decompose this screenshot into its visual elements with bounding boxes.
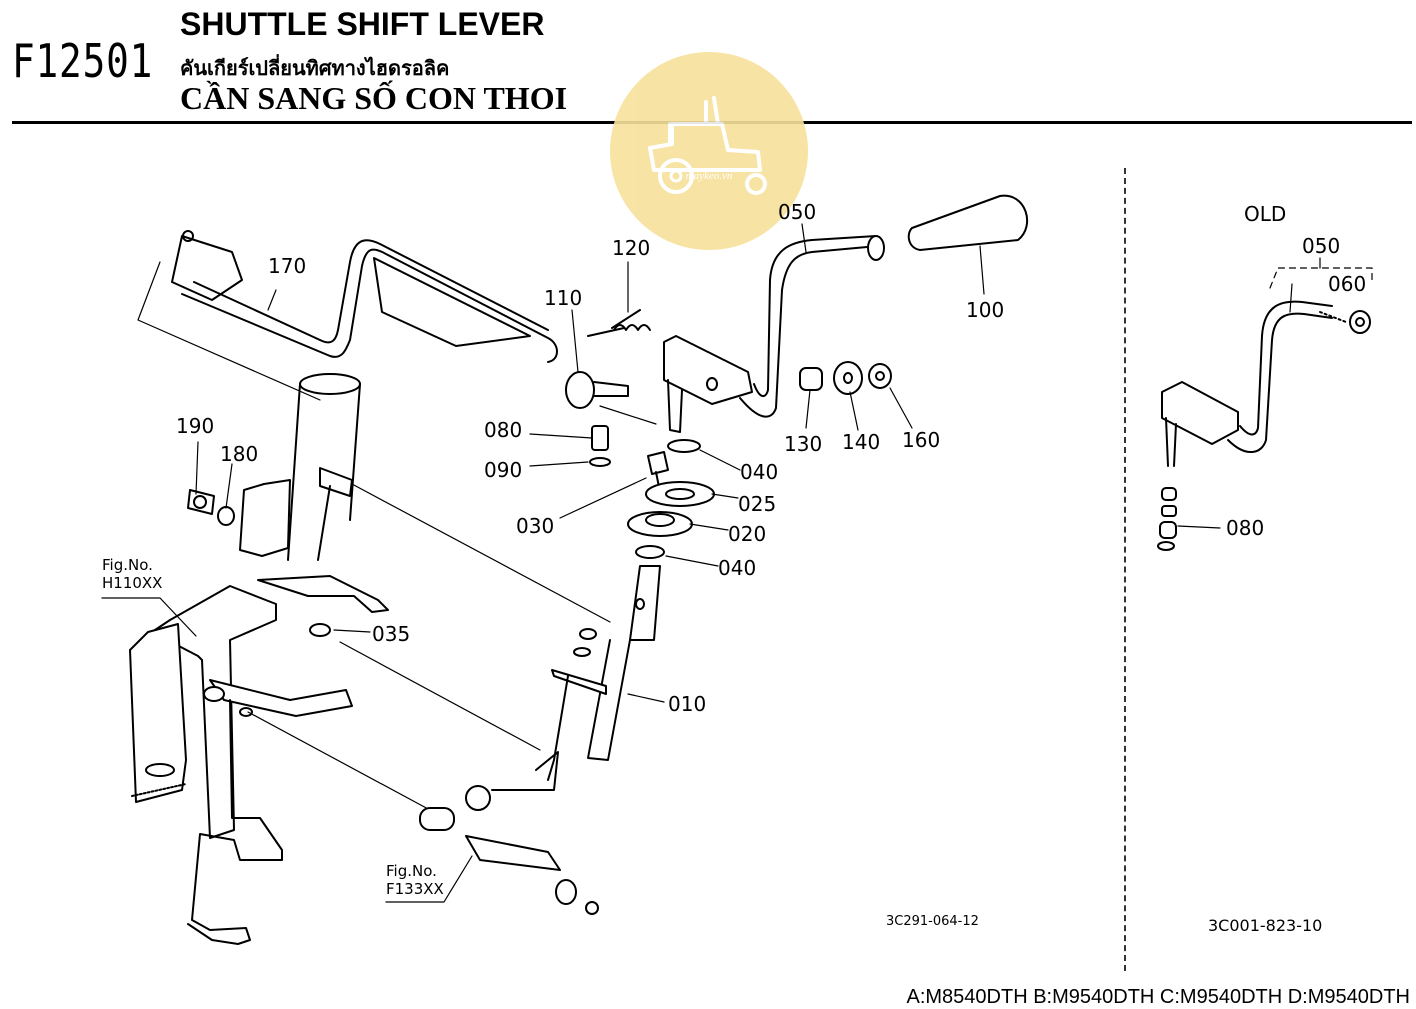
label-180: 180 [220,442,259,466]
watermark-logo: maykeo.vn [610,52,808,250]
part-120-spring [587,309,651,337]
leader-lines [137,261,657,811]
part-170-rod [171,230,558,363]
label-040-upper: 040 [740,460,779,484]
part-washers [799,361,892,395]
fig-ref-h110: Fig.No. H110XX [102,556,162,592]
fig-ref-label: Fig.No. [386,862,437,880]
old-lever-assembly [1157,257,1373,551]
label-035: 035 [372,622,411,646]
part-050-lever [663,235,885,433]
drawing-number-main: 3C291-064-12 [886,914,979,929]
old-label-050: 050 [1302,234,1341,258]
old-label-080: 080 [1226,516,1265,540]
drawing-number-old: 3C001-823-10 [1208,916,1323,935]
label-030: 030 [516,514,555,538]
part-lower-linkage [419,785,599,915]
leader-h110 [101,597,197,637]
fig-ref-label: Fig.No. [102,556,153,574]
part-bracket-assembly [129,373,389,945]
leader-f133 [385,855,473,903]
fig-ref-number: F133XX [386,880,444,898]
title-thai: คันเกียร์เปลี่ยนทิศทางไฮดรอลิค [180,56,450,80]
label-040-lower: 040 [718,556,757,580]
label-080: 080 [484,418,523,442]
title-english: SHUTTLE SHIFT LEVER [180,6,545,42]
label-140: 140 [842,430,881,454]
label-090: 090 [484,458,523,482]
callout-leaders [195,223,985,703]
figure-code: F12501 [12,34,154,88]
label-020: 020 [728,522,767,546]
part-020-holder [627,511,693,537]
label-010: 010 [668,692,707,716]
part-080-collar [589,425,611,467]
part-040-clip [635,439,701,559]
fig-ref-number: H110XX [102,574,163,592]
title-vietnamese: CẦN SANG SỐ CON THOI [180,80,568,116]
section-divider [1124,168,1126,971]
tractor-logo-icon [648,96,767,195]
part-100-knob [907,194,1028,251]
old-heading: OLD [1244,202,1287,226]
label-130: 130 [784,432,823,456]
part-025-gasket [645,481,715,507]
label-025: 025 [738,492,777,516]
label-160: 160 [902,428,941,452]
part-010-shaft [491,565,661,791]
model-list: A:M8540DTH B:M9540DTH C:M9540DTH D:M9540… [906,986,1411,1008]
fig-ref-f133: Fig.No. F133XX [386,862,444,898]
old-label-060: 060 [1328,272,1367,296]
label-170: 170 [268,254,307,278]
label-050: 050 [778,200,817,224]
label-100: 100 [966,298,1005,322]
part-110-pin [565,371,629,409]
label-110: 110 [544,286,583,310]
label-120: 120 [612,236,651,260]
label-190: 190 [176,414,215,438]
watermark-text: maykeo.vn [685,170,733,182]
